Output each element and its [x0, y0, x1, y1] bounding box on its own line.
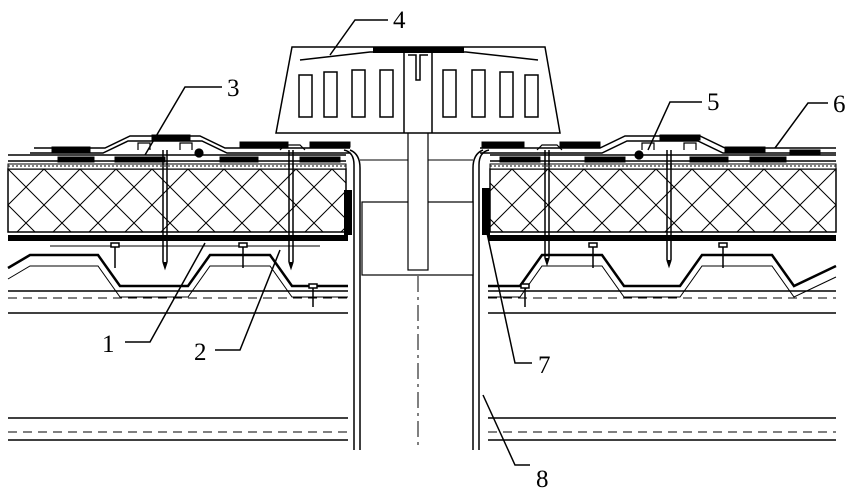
roof-membrane-left [8, 134, 351, 163]
drain-outlet-pipe [343, 149, 490, 450]
callout-5: 5 [707, 89, 720, 116]
callout-6: 6 [833, 91, 846, 118]
fixing-screws [110, 150, 728, 307]
profiled-steel-deck [7, 253, 837, 298]
lower-beams [8, 290, 836, 441]
callout-labels: 1 2 3 4 5 6 7 8 [102, 7, 846, 493]
callout-3: 3 [227, 75, 240, 102]
callout-7: 7 [538, 352, 551, 379]
vapour-barrier [8, 235, 836, 247]
callout-4: 4 [393, 7, 406, 34]
drain-clamp-ring [361, 89, 474, 276]
leaf-guard-dome [275, 46, 561, 134]
callout-1: 1 [102, 331, 115, 358]
callout-8: 8 [536, 466, 549, 493]
callout-2: 2 [194, 339, 207, 366]
leader-lines [125, 19, 828, 466]
roof-membrane-right [480, 134, 836, 163]
